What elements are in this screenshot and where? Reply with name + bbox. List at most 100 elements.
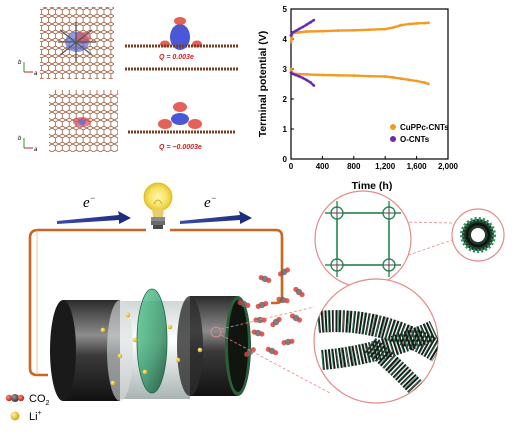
adsorbed-molecule-top xyxy=(58,22,96,62)
co2-molecule xyxy=(244,347,256,357)
axis-a-label: a xyxy=(34,71,38,77)
co2-molecule xyxy=(277,267,291,277)
data-point xyxy=(309,81,312,84)
data-point xyxy=(294,29,298,33)
tube-endview xyxy=(451,208,505,262)
series-line-charge xyxy=(289,21,429,43)
data-point xyxy=(305,23,309,26)
data-point xyxy=(415,79,418,83)
data-point xyxy=(289,34,293,37)
data-point xyxy=(336,29,340,32)
data-point xyxy=(289,67,293,71)
y-tick-label: 0 xyxy=(283,155,288,164)
battery-cell xyxy=(50,288,251,401)
plot-frame xyxy=(290,8,449,160)
anode-body xyxy=(63,300,120,401)
co2-icon xyxy=(5,394,25,402)
series-group xyxy=(289,18,430,87)
wire-left xyxy=(28,228,146,377)
data-point xyxy=(391,76,395,79)
data-point xyxy=(352,74,356,77)
axis-b-label: b xyxy=(18,136,22,142)
data-point xyxy=(291,31,294,34)
zoom-origin-circle xyxy=(210,326,222,338)
data-point xyxy=(297,31,301,34)
legend-swatch xyxy=(390,124,396,130)
axis-indicator-bottom: b a xyxy=(18,136,38,153)
wire-right xyxy=(170,228,284,305)
side-view-bottom xyxy=(128,102,236,134)
species-legend: CO2 Li+ xyxy=(5,393,50,423)
nanotube-zoom xyxy=(313,278,439,404)
x-tick-label: 1,600 xyxy=(407,162,428,171)
data-point xyxy=(305,73,309,76)
li-ion-icon xyxy=(10,411,20,421)
li-ions-in-cell xyxy=(100,312,203,386)
electron-arrow-right xyxy=(180,211,252,224)
y-tick-label: 1 xyxy=(283,125,288,134)
co2-molecule xyxy=(251,329,265,337)
data-point xyxy=(399,23,403,27)
anode-face xyxy=(50,300,76,401)
data-point xyxy=(297,74,301,78)
framework-zoom xyxy=(314,190,412,288)
co2-molecule xyxy=(289,313,303,323)
li-label: Li+ xyxy=(29,410,42,423)
adsorbed-molecule-bottom xyxy=(73,117,91,127)
charge-label-top: Q = 0.003e xyxy=(159,54,194,61)
x-tick-label: 800 xyxy=(347,162,361,171)
data-point xyxy=(383,27,387,31)
data-point xyxy=(321,73,324,77)
legend-label: CuPPc-CNTs xyxy=(400,123,449,132)
data-point xyxy=(305,30,309,33)
circuit: e− e− xyxy=(28,166,284,377)
lightbulb-icon xyxy=(128,166,188,229)
axis-a-label: a xyxy=(34,147,38,153)
data-point xyxy=(297,27,301,31)
co2-molecule xyxy=(255,301,269,309)
y-axis-label: Terminal potential (V) xyxy=(257,31,269,138)
co2-molecule xyxy=(276,296,290,304)
co2-molecule xyxy=(258,275,272,283)
electron-label-left: e− xyxy=(83,193,96,211)
data-point xyxy=(407,22,411,26)
y-tick-label: 3 xyxy=(283,65,288,74)
axis-b-label: b xyxy=(18,60,22,66)
charge-label-bottom: Q = −0.0003e xyxy=(159,144,202,151)
x-tick-label: 400 xyxy=(316,162,330,171)
co2-label: CO2 xyxy=(29,393,50,407)
legend-swatch xyxy=(390,136,396,142)
data-point xyxy=(399,77,403,80)
x-tick-label: 2,000 xyxy=(438,162,459,171)
co2-molecule xyxy=(265,346,279,356)
co2-molecule xyxy=(237,300,251,308)
data-point xyxy=(309,20,312,24)
dft-panels: Q = 0.003e Q = −0.0003e b a b a xyxy=(18,7,238,153)
data-point xyxy=(352,28,356,32)
data-point xyxy=(427,21,430,25)
data-point xyxy=(294,73,298,77)
data-point xyxy=(423,81,426,84)
data-point xyxy=(321,29,324,33)
data-point xyxy=(336,73,340,77)
data-point xyxy=(312,18,316,22)
x-tick-label: 1,200 xyxy=(375,162,396,171)
legend-label: O-CNTs xyxy=(400,135,430,144)
data-point xyxy=(415,22,418,25)
co2-molecule xyxy=(281,338,295,346)
x-tick-label: 0 xyxy=(289,162,294,171)
data-point xyxy=(305,78,309,82)
data-point xyxy=(391,26,395,29)
cathode-body xyxy=(190,296,238,396)
data-point xyxy=(301,25,305,29)
data-point xyxy=(427,82,430,86)
y-tick-label: 2 xyxy=(283,95,288,104)
side-view-top xyxy=(125,17,238,71)
co2-molecule xyxy=(270,316,282,328)
data-point xyxy=(312,84,316,87)
data-point xyxy=(407,78,411,82)
